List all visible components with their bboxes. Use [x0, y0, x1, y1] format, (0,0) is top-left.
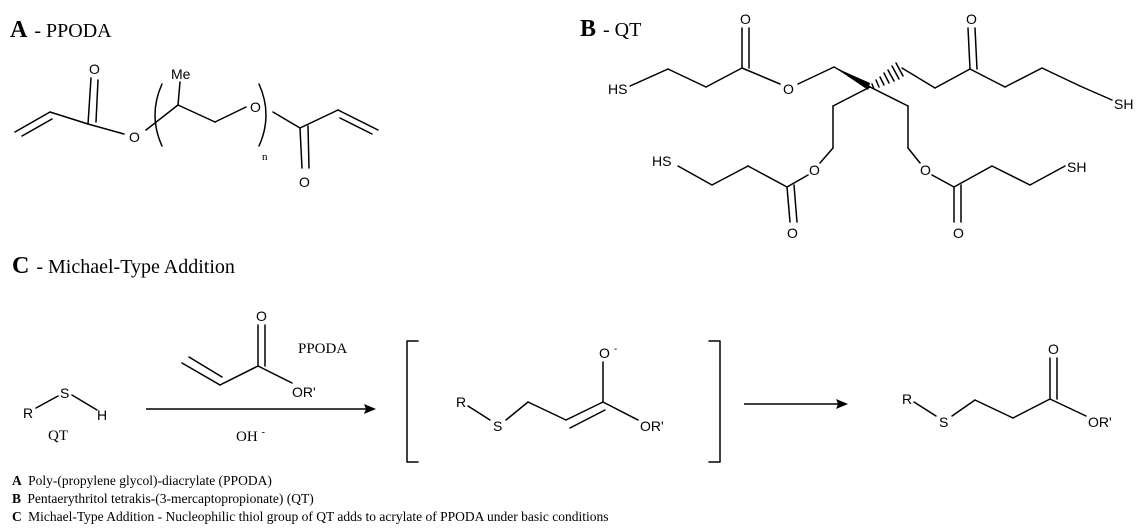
atom-o-bottom-carbonyl-2: O: [953, 225, 964, 241]
product-o: O: [1048, 341, 1059, 357]
atom-o-carbonyl-2: O: [299, 174, 310, 190]
product-s: S: [939, 414, 948, 430]
legend-b-letter: B: [12, 491, 21, 506]
legend-c-letter: C: [12, 509, 22, 524]
svg-text:C - Michael-Type Additio: C - Michael-Type Addition: [12, 253, 235, 279]
acrylate-reagent: O PPODA OR': [181, 308, 347, 400]
panel-c-title: - Michael-Type Addition: [36, 256, 235, 278]
intermediate-r: R: [456, 394, 466, 410]
atom-sh-bottom-left: HS: [652, 153, 671, 169]
panel-b-letter: B: [580, 16, 596, 42]
reaction-arrow-2: [744, 399, 848, 409]
legend-b-text: Pentaerythritol tetrakis-(3-mercaptoprop…: [27, 491, 313, 506]
atom-o-bottom-ester-2: O: [920, 162, 931, 178]
condition-charge: -: [262, 427, 265, 438]
atom-o-top-ester: O: [783, 81, 794, 97]
thiol-s: S: [60, 385, 69, 401]
svg-text:B - QT: B - QT: [580, 16, 641, 42]
atom-sh-bottom-right: SH: [1067, 159, 1086, 175]
svg-text:A - PPODA: A - PPODA: [10, 17, 112, 43]
atom-o-ether-2: O: [250, 99, 261, 115]
thiol-reactant: R S H QT: [23, 385, 107, 444]
reagent-or: OR': [292, 384, 316, 400]
legend-line-c: C Michael-Type Addition - Nucleophilic t…: [12, 509, 608, 524]
atom-o-top-carbonyl-2: O: [966, 11, 977, 27]
panel-c-letter: C: [12, 253, 29, 279]
condition-oh: OH: [236, 429, 258, 445]
qt-structure: HS O O O SH HS O O O O SH: [608, 11, 1133, 241]
intermediate-o-charge: -: [614, 344, 617, 355]
reagent-o: O: [256, 308, 267, 324]
legend-line-a: A Poly-(propylene glycol)-diacrylate (PP…: [12, 473, 272, 488]
atom-methyl: Me: [171, 66, 191, 82]
panel-a-letter: A: [10, 17, 28, 43]
atom-o-carbonyl-1: O: [89, 61, 100, 77]
legend-a-letter: A: [12, 473, 22, 488]
intermediate-s: S: [493, 418, 502, 434]
intermediate-o-minus: O: [599, 345, 610, 361]
atom-sh-right: SH: [1114, 96, 1133, 112]
atom-o-ether-1: O: [129, 129, 140, 145]
svg-text:O -: O -: [599, 344, 617, 362]
thiol-r: R: [23, 405, 33, 421]
legend-a-text: Poly-(propylene glycol)-diacrylate (PPOD…: [28, 473, 272, 488]
reagent-label: PPODA: [298, 341, 347, 357]
repeat-subscript: n: [262, 151, 268, 163]
atom-o-top-carbonyl-1: O: [740, 11, 751, 27]
ppoda-structure: O Me O O n O: [14, 61, 379, 190]
figure-legend: A Poly-(propylene glycol)-diacrylate (PP…: [12, 473, 608, 524]
atom-o-bottom-ester-1: O: [809, 162, 820, 178]
panel-c: C - Michael-Type Addition R S H QT O PPO…: [12, 253, 1112, 463]
hashed-bond: [871, 62, 904, 90]
thioether-product: R S O OR': [902, 341, 1112, 430]
legend-line-b: B Pentaerythritol tetrakis-(3-mercaptopr…: [12, 491, 314, 506]
reaction-arrow-1: OH -: [146, 404, 376, 445]
panel-b-title: - QT: [603, 19, 641, 41]
svg-text:OH -: OH -: [236, 427, 265, 445]
intermediate-or: OR': [640, 418, 664, 434]
thiol-h: H: [97, 407, 107, 423]
product-or: OR': [1088, 414, 1112, 430]
atom-o-bottom-carbonyl-1: O: [787, 225, 798, 241]
panel-a-title: - PPODA: [34, 20, 112, 42]
panel-a: A - PPODA: [10, 17, 379, 190]
thiol-label: QT: [48, 428, 68, 444]
enolate-intermediate: R S O - OR': [406, 340, 721, 463]
legend-c-text: Michael-Type Addition - Nucleophilic thi…: [28, 509, 608, 524]
product-r: R: [902, 391, 912, 407]
panel-b: B - QT: [580, 11, 1133, 241]
atom-sh-left: HS: [608, 81, 627, 97]
